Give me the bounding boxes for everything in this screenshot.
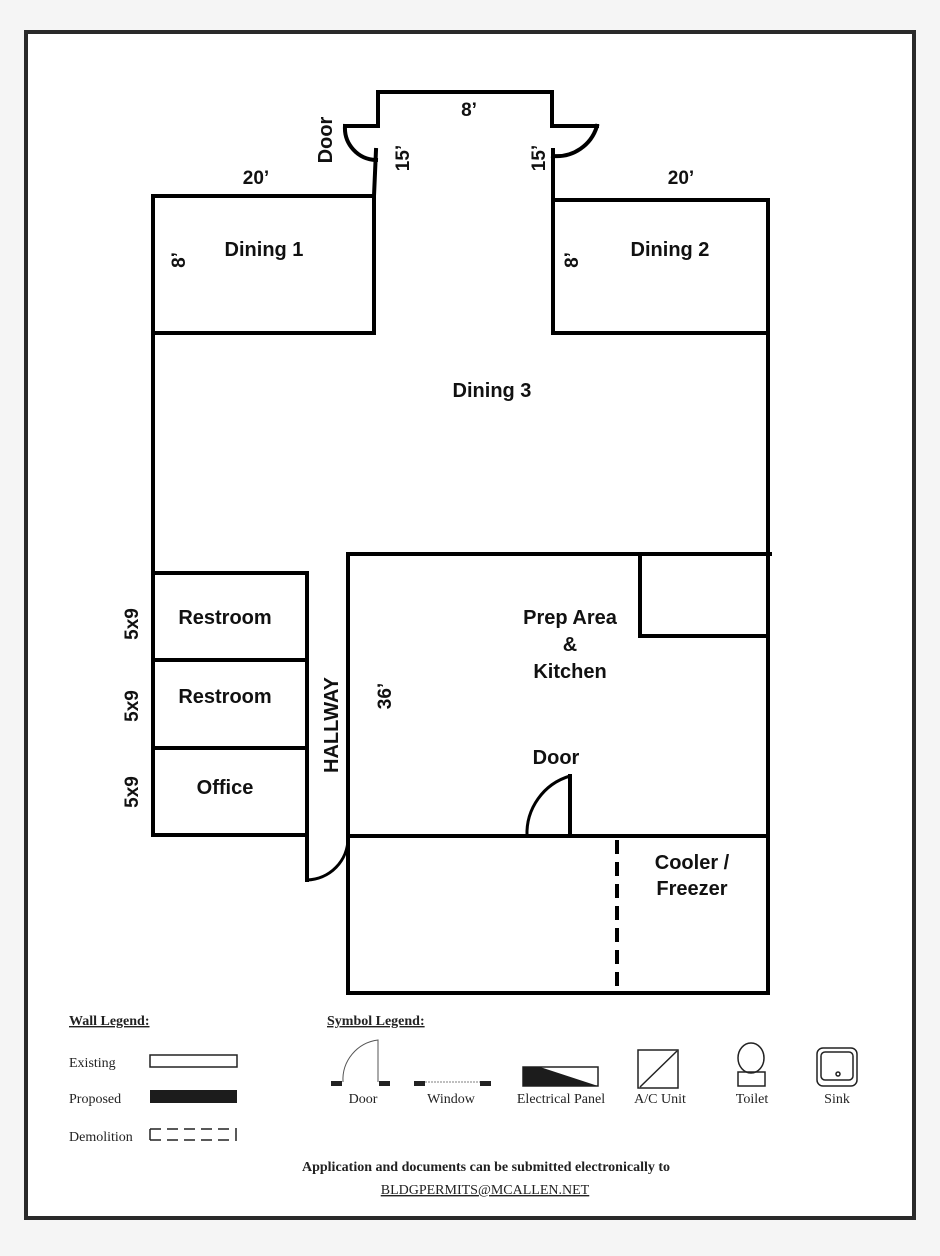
entry-right-door-swing xyxy=(550,123,600,159)
entry-left-door-swing xyxy=(342,123,379,163)
sink-icon xyxy=(816,1047,858,1087)
wall-legend-proposed-label: Proposed xyxy=(69,1092,121,1107)
electrical-panel-icon xyxy=(522,1066,599,1087)
dim-kitchen-length: 36’ xyxy=(375,683,396,709)
door-legend-label: Door xyxy=(349,1092,378,1107)
dim-entry-left-depth: 15’ xyxy=(393,145,414,171)
dim-restroom-2-size: 5x9 xyxy=(122,690,143,722)
room-labels: Dining 1 Dining 2 Dining 3 Restroom Rest… xyxy=(178,116,729,900)
room-label-cooler-2: Freezer xyxy=(656,878,727,900)
wall-legend-title: Wall Legend: xyxy=(69,1014,150,1029)
room-label-office: Office xyxy=(197,777,254,799)
room-label-kitchen-3: Kitchen xyxy=(533,661,606,683)
footer: Application and documents can be submitt… xyxy=(302,1160,670,1198)
entry-left-wall xyxy=(371,147,379,199)
wall-legend-demolition-label: Demolition xyxy=(69,1130,133,1145)
dim-office-size: 5x9 xyxy=(122,776,143,808)
wall-legend: Wall Legend: Existing Proposed Demolitio… xyxy=(69,1014,238,1145)
demolition-wall-swatch xyxy=(149,1128,237,1141)
dim-entry-width: 8’ xyxy=(461,100,477,121)
dim-dining-1-depth: 8’ xyxy=(169,252,190,268)
permits-email-link[interactable]: BLDGPERMITS@MCALLEN.NET xyxy=(381,1183,590,1198)
symbol-legend-title: Symbol Legend: xyxy=(327,1014,425,1029)
ac-unit-icon xyxy=(637,1049,679,1089)
dimension-labels: 8’ 15’ 15’ 20’ 20’ 8’ 8’ 5x9 5x9 5x9 36’ xyxy=(122,100,694,808)
hallway-door-swing xyxy=(305,836,350,882)
existing-wall-swatch xyxy=(149,1054,238,1068)
toilet-legend-label: Toilet xyxy=(736,1092,769,1107)
submission-note: Application and documents can be submitt… xyxy=(302,1160,670,1175)
room-label-kitchen-2: & xyxy=(563,634,577,656)
dim-dining-1-width: 20’ xyxy=(243,168,269,189)
entry-vestibule-wall xyxy=(343,90,599,128)
kitchen-door-swing xyxy=(525,774,572,838)
symbol-legend: Symbol Legend: Door Window Electrical Pa… xyxy=(327,1014,858,1107)
storage-room-wall xyxy=(638,552,770,638)
dim-dining-2-width: 20’ xyxy=(668,168,694,189)
kitchen-door-label: Door xyxy=(533,747,580,769)
room-label-kitchen-1: Prep Area xyxy=(523,607,618,629)
window-legend-label: Window xyxy=(427,1092,476,1107)
room-label-dining-2: Dining 2 xyxy=(631,239,710,261)
room-label-restroom-2: Restroom xyxy=(178,686,271,708)
entry-door-label: Door xyxy=(315,116,337,163)
proposed-wall-swatch xyxy=(150,1090,237,1103)
walls xyxy=(151,90,772,995)
room-label-dining-3: Dining 3 xyxy=(453,380,532,402)
room-label-hallway: HALLWAY xyxy=(321,676,343,773)
wall-legend-existing-label: Existing xyxy=(69,1056,116,1071)
room-label-dining-1: Dining 1 xyxy=(225,239,304,261)
dining-2-wall xyxy=(551,196,770,335)
dim-dining-2-depth: 8’ xyxy=(562,252,583,268)
electrical-panel-legend-label: Electrical Panel xyxy=(517,1092,605,1107)
restroom-office-block xyxy=(151,571,309,837)
ac-unit-legend-label: A/C Unit xyxy=(634,1092,686,1107)
room-label-cooler-1: Cooler / xyxy=(655,852,730,874)
sink-legend-label: Sink xyxy=(824,1092,850,1107)
door-icon xyxy=(331,1039,390,1086)
window-icon xyxy=(414,1081,491,1086)
toilet-icon xyxy=(737,1042,766,1087)
dining-1-wall xyxy=(151,194,376,335)
dim-restroom-1-size: 5x9 xyxy=(122,608,143,640)
dim-entry-right-depth: 15’ xyxy=(529,145,550,171)
room-label-restroom-1: Restroom xyxy=(178,607,271,629)
